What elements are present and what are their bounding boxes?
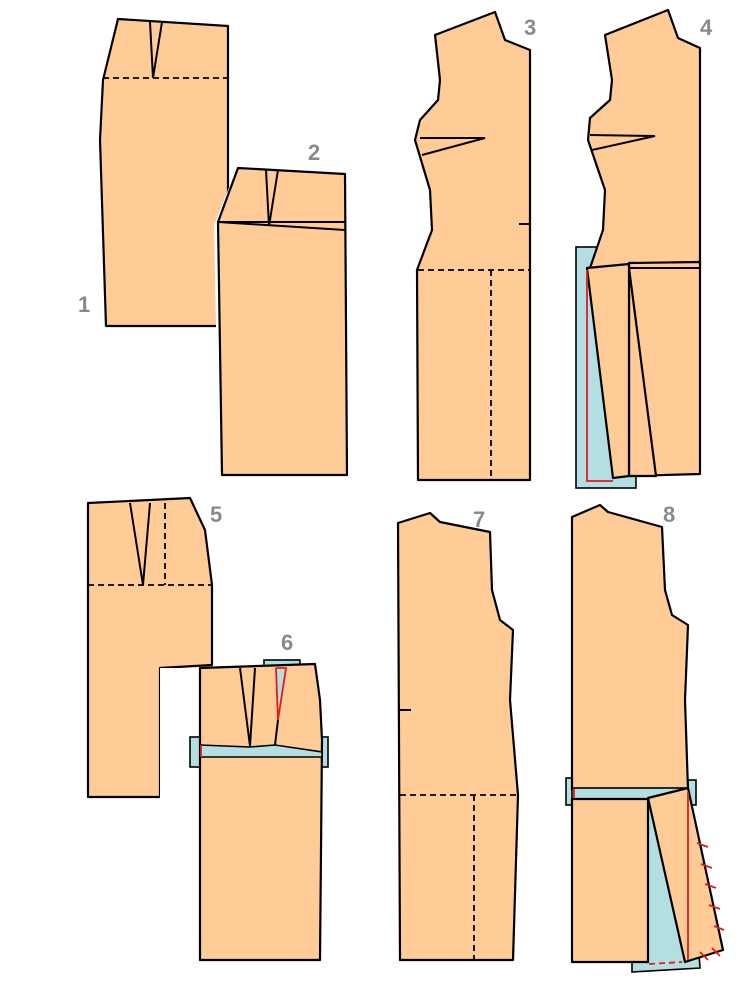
step-label-8: 8 [663, 502, 675, 527]
step-label-1: 1 [78, 292, 90, 317]
stitch-marks [696, 842, 725, 961]
piece-2-skirt-yoke [214, 165, 350, 478]
piece-1-skirt-front [98, 17, 230, 328]
step-label-2: 2 [308, 140, 320, 165]
piece-8-dress-pleat [565, 503, 725, 973]
piece-5-skirt-front [86, 496, 214, 799]
piece-7-dress-front [396, 511, 520, 962]
piece-6-skirt-extension [160, 659, 329, 962]
step-label-3: 3 [524, 15, 536, 40]
step-label-7: 7 [473, 507, 485, 532]
step-label-6: 6 [281, 630, 293, 655]
piece-3-bodice-front [413, 10, 532, 482]
step-label-5: 5 [210, 502, 222, 527]
piece-4-bodice-pleat [575, 8, 702, 489]
step-label-4: 4 [700, 15, 713, 40]
